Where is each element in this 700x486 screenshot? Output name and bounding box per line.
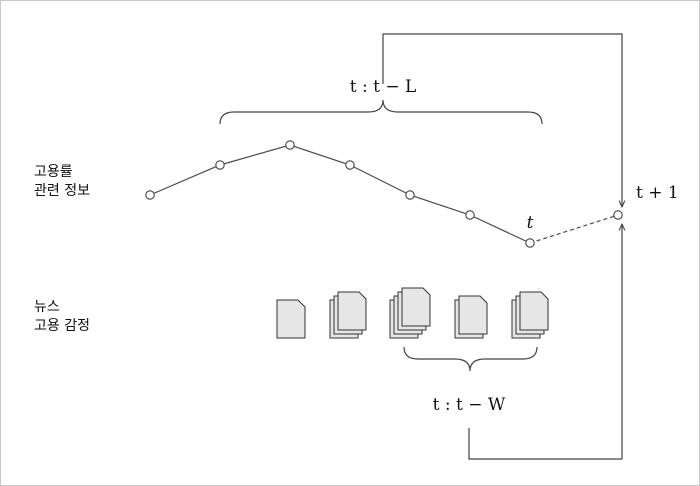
- news-document: [519, 291, 549, 331]
- news-stack-1: [276, 299, 306, 339]
- employment-point-5: [405, 190, 415, 200]
- news-document: [401, 287, 431, 327]
- news-document: [276, 299, 306, 339]
- news-document: [458, 295, 488, 335]
- news-stack-4: [454, 295, 488, 339]
- employment-point-7: [525, 238, 535, 248]
- employment-points: [145, 140, 535, 248]
- forecast-dashed-line: [529, 214, 619, 244]
- next-time-label: t + 1: [636, 183, 679, 203]
- news-stack-3: [389, 287, 431, 339]
- news-row-label: 뉴스 고용 감정: [34, 298, 90, 336]
- current-time-label: t: [527, 213, 534, 233]
- employment-row-label-line1: 고용률: [34, 164, 73, 180]
- news-document-stacks: [276, 287, 549, 339]
- news-stack-2: [329, 291, 367, 339]
- employment-point-1: [145, 190, 155, 200]
- employment-series-line: [149, 144, 531, 244]
- news-document: [337, 291, 367, 331]
- employment-point-4: [345, 160, 355, 170]
- forecast-point-t-plus-1: [613, 210, 623, 220]
- news-stack-5: [511, 291, 549, 339]
- employment-point-2: [215, 160, 225, 170]
- news-row-label-line2: 고용 감정: [34, 318, 90, 334]
- lookback-window-label: t : t − L: [350, 77, 417, 97]
- lookback-feedback-arrow: [382, 33, 622, 207]
- employment-row-label: 고용률 관련 정보: [34, 163, 90, 201]
- news-window-label: t : t − W: [433, 395, 506, 415]
- news-feedback-arrow: [468, 224, 622, 460]
- news-window-brace: [403, 346, 538, 372]
- employment-point-3: [285, 140, 295, 150]
- employment-point-6: [465, 210, 475, 220]
- employment-row-label-line2: 관련 정보: [34, 183, 90, 199]
- news-row-label-line1: 뉴스: [34, 299, 60, 315]
- lookback-brace: [219, 99, 543, 125]
